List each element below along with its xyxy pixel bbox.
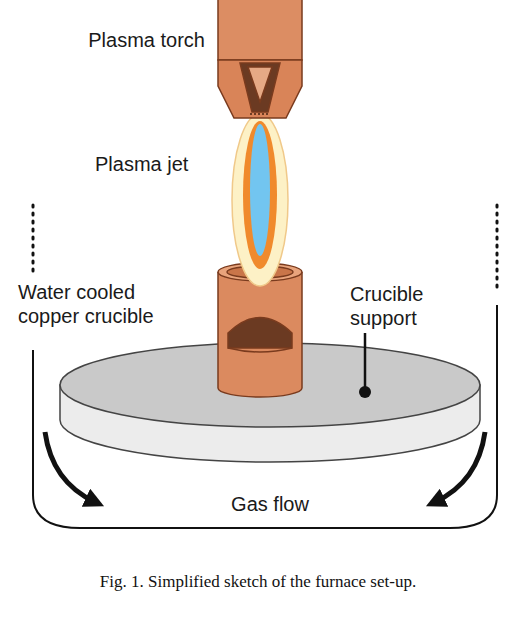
torch-orifice bbox=[250, 113, 270, 115]
part-label: Gas flow bbox=[160, 492, 380, 516]
leader-dot bbox=[359, 386, 371, 398]
crucible-window bbox=[228, 318, 292, 349]
jet-halo bbox=[232, 114, 288, 286]
torch-electrode bbox=[240, 63, 280, 112]
leader-line bbox=[364, 333, 367, 390]
torch-body bbox=[218, 0, 302, 60]
part-label: Water cooled copper crucible bbox=[18, 280, 193, 328]
part-label: Crucible support bbox=[350, 282, 475, 330]
vessel-wall bbox=[33, 305, 497, 528]
vessel-wall-dotted bbox=[496, 205, 499, 290]
plasma-torch bbox=[218, 0, 302, 118]
torch-nozzle bbox=[218, 60, 302, 118]
gas-flow-arrow bbox=[45, 432, 95, 502]
crucible-body bbox=[218, 272, 302, 397]
jet-orange bbox=[243, 121, 277, 269]
plasma-jet bbox=[232, 114, 288, 286]
part-label: Plasma jet bbox=[95, 152, 235, 176]
jet-core bbox=[250, 124, 270, 256]
torch-tip bbox=[248, 67, 272, 102]
part-label: Plasma torch bbox=[5, 28, 205, 52]
vessel-wall-dotted bbox=[32, 205, 35, 275]
figure-caption: Fig. 1. Simplified sketch of the furnace… bbox=[0, 572, 516, 592]
gas-flow-arrow bbox=[435, 432, 485, 502]
crucible-window-edge bbox=[228, 348, 292, 352]
